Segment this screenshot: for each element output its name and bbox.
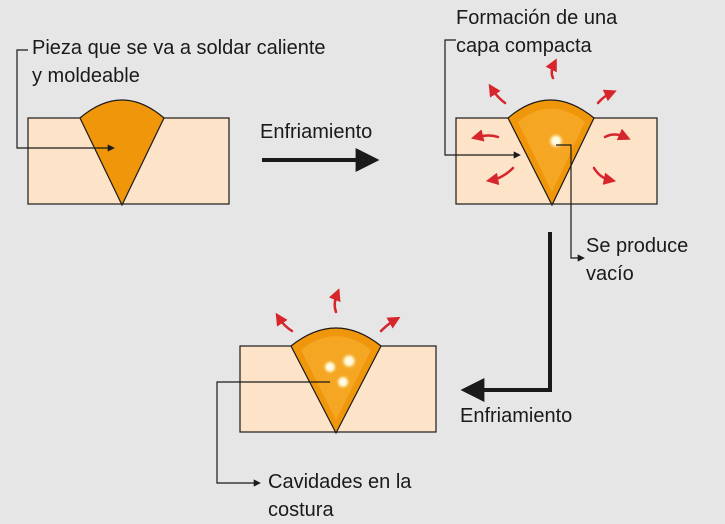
heat-arrow: [328, 288, 341, 314]
label-vacuum: Se produce vacío: [586, 232, 688, 288]
heat-arrows-2: [470, 58, 631, 186]
leader-line-vacuum: [556, 144, 585, 262]
heat-arrow: [603, 128, 631, 141]
stage-1-hot-weld: [16, 49, 230, 207]
void-bubble: [547, 132, 565, 150]
stage-3-cavities: [216, 288, 437, 487]
heat-arrows-3: [275, 288, 401, 333]
weld-bead-1: [79, 99, 165, 207]
stage-2-cooling-weld: [444, 39, 658, 262]
weld-inner-2: [518, 108, 585, 192]
label-vacuum-line1: Se produce: [586, 235, 689, 257]
heat-arrow: [470, 129, 500, 142]
label-compact-layer-line1: Formación de una: [456, 7, 618, 29]
label-compact-layer-line2: capa compacta: [456, 35, 592, 57]
heat-arrow: [488, 83, 507, 105]
cavity-bubble: [335, 374, 351, 390]
heat-arrow: [485, 166, 515, 186]
label-hot-piece-line1: Pieza que se va a soldar caliente: [32, 37, 326, 59]
label-hot-piece: Pieza que se va a soldar caliente y mold…: [32, 34, 326, 90]
label-cooling-1: Enfriamiento: [260, 121, 373, 143]
leader-line-compact-layer: [444, 39, 521, 159]
heat-arrow: [379, 316, 401, 333]
label-hot-piece-line2: y moldeable: [32, 65, 140, 87]
cavity-bubble: [340, 352, 358, 370]
cavity-bubble: [322, 359, 338, 375]
label-cavities-line1: Cavidades en la: [268, 471, 412, 493]
heat-arrow: [596, 89, 617, 105]
label-cavities: Cavidades en la costura: [268, 468, 411, 524]
label-cooling-2: Enfriamiento: [460, 405, 573, 427]
heat-arrow: [545, 58, 557, 80]
cooling-arrow-2: [460, 232, 552, 402]
label-vacuum-line2: vacío: [586, 263, 634, 285]
label-compact-layer: Formación de una capa compacta: [456, 4, 617, 60]
leader-line-cavities: [216, 381, 330, 487]
heat-arrow: [275, 312, 294, 333]
label-cavities-line2: costura: [268, 499, 334, 521]
heat-arrow: [592, 166, 617, 185]
leader-line-hot-piece: [16, 49, 115, 152]
